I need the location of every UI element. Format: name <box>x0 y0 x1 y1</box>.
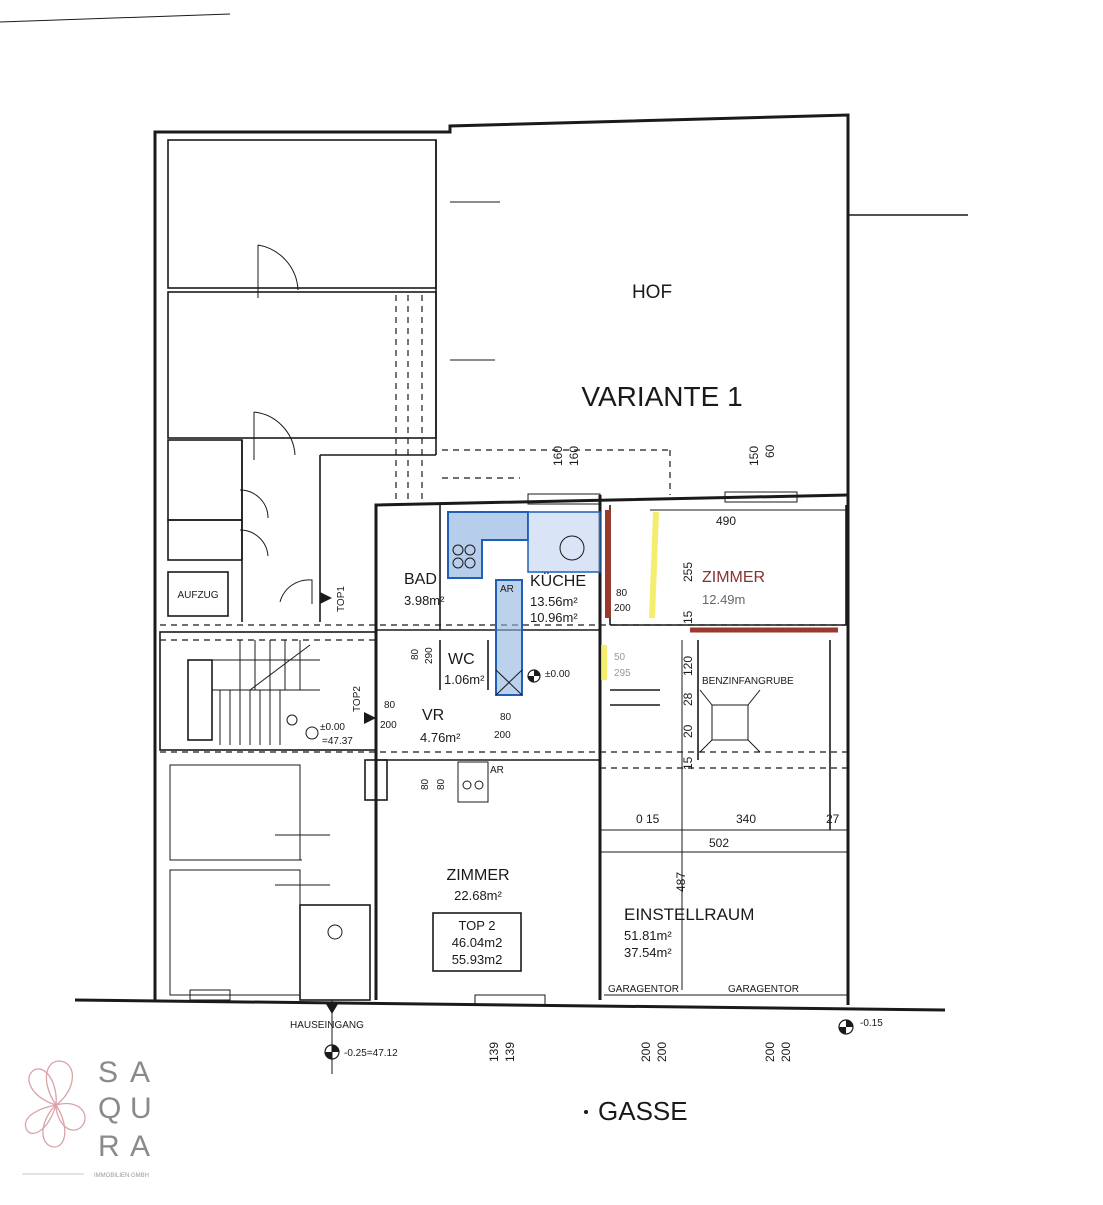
apartment-box-area-1: 46.04m2 <box>452 935 503 950</box>
lift-label: AUFZUG <box>177 590 218 601</box>
room-einstellraum-area: 51.81m² <box>624 928 672 943</box>
dim-15b: 15 <box>681 756 695 770</box>
room-vr-name: VR <box>422 707 444 724</box>
windows <box>189 491 798 1006</box>
dim-200b: 200 <box>380 720 397 731</box>
apartment-markers: TOP1 TOP2 <box>320 586 376 724</box>
dim-80e: 80 <box>420 778 431 790</box>
dim-200-g2: 200 <box>655 1042 669 1062</box>
apartment-box-title: TOP 2 <box>458 918 495 933</box>
dim-150: 150 <box>747 446 761 466</box>
ar-label-2: AR <box>490 765 504 776</box>
entrance-level: -0.25=47.12 <box>344 1048 398 1059</box>
dim-200a: 200 <box>614 603 631 614</box>
room-vr-area: 4.76m² <box>420 730 461 745</box>
dim-28: 28 <box>681 692 695 706</box>
dim-20: 20 <box>681 724 695 738</box>
dim-200-g3: 200 <box>763 1042 777 1062</box>
level-markers: ±0.00 -0.15 -0.25=47.12 <box>324 669 883 1060</box>
logo-letter-5: R <box>98 1130 122 1163</box>
staircase: ±0.00 =47.37 <box>159 631 377 751</box>
dim-139b: 139 <box>503 1042 517 1062</box>
entrance-marker: HAUSEINGANG <box>290 1000 364 1074</box>
outer-walls <box>74 113 968 1012</box>
kitchen-counters <box>447 511 601 803</box>
room-zimmer-top-area: 12.49m <box>702 592 745 607</box>
top1-marker: TOP1 <box>336 586 347 612</box>
room-bad-area: 3.98m² <box>404 593 445 608</box>
flower-icon <box>24 1060 86 1148</box>
room-zimmer-top-name: ZIMMER <box>702 569 765 586</box>
room-einstellraum-area-2: 37.54m² <box>624 945 672 960</box>
dim-490: 490 <box>716 514 736 528</box>
room-wc-name: WC <box>448 651 475 668</box>
dim-15a: 15 <box>681 610 695 624</box>
garage-door-1: GARAGENTOR <box>608 984 679 995</box>
variant-title: VARIANTE 1 <box>581 381 742 412</box>
dim-60: 60 <box>763 444 777 458</box>
room-wc-area: 1.06m² <box>444 672 485 687</box>
dim-487: 487 <box>674 872 688 892</box>
stair-level-2: =47.37 <box>322 736 353 747</box>
logo-letter-3: Q <box>98 1092 123 1125</box>
dim-0-15: 0 15 <box>636 812 660 826</box>
room-kitchen-area: 13.56m² <box>530 594 578 609</box>
dimensions: 490 255 15 120 28 20 15 340 502 487 0 15… <box>380 444 840 1062</box>
street-level: -0.15 <box>860 1018 883 1029</box>
garage-block <box>600 509 848 996</box>
room-kitchen-name: KÜCHE <box>530 572 586 590</box>
company-logo: S A Q U R A IMMOBILIEN GMBH <box>22 1056 154 1179</box>
dim-80c: 80 <box>500 712 512 723</box>
dim-200-g1: 200 <box>639 1042 653 1062</box>
logo-letter-6: A <box>130 1130 152 1163</box>
garage-door-2: GARAGENTOR <box>728 984 799 995</box>
apartment-box-area-2: 55.93m2 <box>452 952 503 967</box>
dim-295: 295 <box>614 668 631 679</box>
stair-level-1: ±0.00 <box>320 722 345 733</box>
dim-160b: 160 <box>567 446 581 466</box>
dim-80d: 80 <box>410 648 421 660</box>
dim-50: 50 <box>614 652 626 663</box>
dim-502: 502 <box>709 836 729 850</box>
north-dot <box>584 1110 588 1114</box>
lift: AUFZUG <box>167 571 229 617</box>
room-kitchen-area-2: 10.96m² <box>530 610 578 625</box>
door-swings-left <box>239 244 313 604</box>
room-benzin-name: BENZINFANGRUBE <box>702 676 794 687</box>
dim-80b: 80 <box>384 700 396 711</box>
top2-marker: TOP2 <box>352 686 363 712</box>
left-rooms <box>167 139 500 622</box>
dim-120: 120 <box>681 656 695 676</box>
dim-200-g4: 200 <box>779 1042 793 1062</box>
dim-160a: 160 <box>551 446 565 466</box>
room-zimmer-main-area: 22.68m² <box>454 888 502 903</box>
logo-letter-4: U <box>130 1092 154 1125</box>
dim-340: 340 <box>736 812 756 826</box>
dim-27: 27 <box>826 812 840 826</box>
ar-label-1: AR <box>500 584 514 595</box>
dim-290: 290 <box>424 647 435 664</box>
room-zimmer-main-name: ZIMMER <box>446 867 509 884</box>
entrance-label: HAUSEINGANG <box>290 1020 364 1031</box>
highlights <box>601 510 838 680</box>
dim-139a: 139 <box>487 1042 501 1062</box>
dim-200c: 200 <box>494 730 511 741</box>
scan-line <box>0 13 231 23</box>
dim-80a: 80 <box>616 588 628 599</box>
logo-subtitle: IMMOBILIEN GMBH <box>94 1173 149 1179</box>
courtyard-label: HOF <box>632 282 672 303</box>
apartment-area-box: TOP 2 46.04m2 55.93m2 <box>432 912 522 972</box>
dim-80f: 80 <box>436 778 447 790</box>
room-einstellraum-name: EINSTELLRAUM <box>624 905 754 924</box>
kitchen-level: ±0.00 <box>545 669 570 680</box>
room-bad-name: BAD <box>404 571 437 588</box>
street-label: GASSE <box>598 1096 688 1126</box>
logo-letter-2: A <box>130 1056 152 1089</box>
logo-letter-1: S <box>98 1056 120 1089</box>
dim-255: 255 <box>681 562 695 582</box>
